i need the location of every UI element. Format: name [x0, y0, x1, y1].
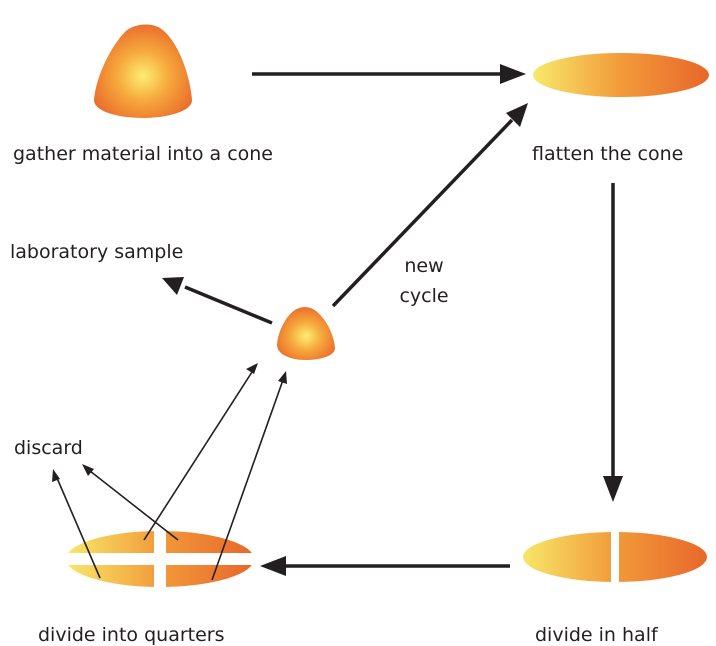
- quartered-pile: [60, 526, 260, 596]
- label-cycle: cycle: [399, 285, 449, 307]
- thin-arrows: [52, 363, 287, 581]
- label-divide-quarters: divide into quarters: [38, 624, 225, 646]
- label-gather: gather material into a cone: [13, 143, 273, 165]
- label-discard: discard: [14, 437, 83, 459]
- arrow-new-cycle: [331, 118, 514, 308]
- halved-pile: [523, 528, 707, 588]
- label-flatten: flatten the cone: [532, 143, 684, 165]
- process-arrows: [162, 64, 623, 576]
- small-cone: [277, 307, 335, 360]
- arrow-lab-sample: [184, 285, 273, 325]
- label-new: new: [404, 255, 444, 277]
- flattened-cone: [533, 53, 709, 97]
- label-laboratory-sample: laboratory sample: [10, 241, 184, 263]
- label-divide-half: divide in half: [535, 624, 658, 646]
- large-cone: [94, 24, 192, 118]
